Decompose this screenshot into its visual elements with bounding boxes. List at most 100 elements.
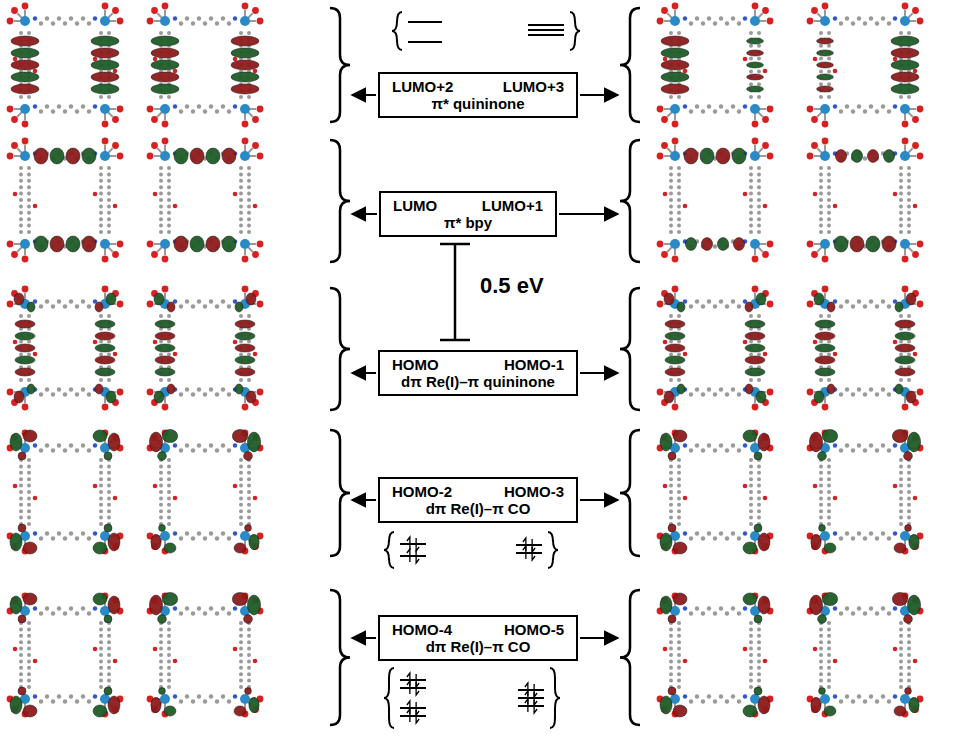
- orbital-lobe: [677, 302, 685, 312]
- atom: [689, 392, 693, 396]
- atom: [253, 352, 258, 357]
- atom: [75, 392, 79, 396]
- atom: [19, 185, 23, 189]
- atom: [763, 69, 768, 74]
- atom: [191, 699, 195, 703]
- atom: [807, 241, 814, 248]
- atom: [819, 314, 823, 318]
- atom: [191, 536, 195, 540]
- atom: [107, 198, 111, 202]
- atom: [822, 404, 829, 411]
- atom: [913, 496, 918, 501]
- atom: [239, 621, 243, 625]
- atom: [167, 509, 171, 513]
- atom: [677, 95, 681, 99]
- orbital-lobe: [892, 429, 907, 442]
- atom: [247, 211, 251, 215]
- orbital-lobe: [27, 384, 35, 394]
- atom: [749, 82, 753, 86]
- orbital-lobe: [665, 356, 685, 364]
- orbital-lobe: [815, 356, 835, 364]
- atom: [107, 224, 111, 228]
- atom: [107, 166, 111, 170]
- orbital-lobe: [811, 534, 821, 549]
- atom: [167, 647, 171, 651]
- atom: [191, 304, 195, 308]
- atom: [851, 304, 855, 308]
- atom: [757, 57, 761, 61]
- atom: [99, 179, 103, 183]
- atom: [239, 31, 243, 35]
- atom: [239, 378, 243, 382]
- atom: [752, 256, 759, 263]
- atom: [11, 142, 18, 149]
- atom: [27, 166, 31, 170]
- atom: [167, 496, 171, 500]
- atom: [27, 509, 31, 513]
- atom: [731, 443, 735, 447]
- atom: [27, 95, 31, 99]
- atom: [857, 531, 861, 535]
- atom: [19, 192, 23, 196]
- atom: [99, 198, 103, 202]
- orbital-lobe: [747, 50, 764, 56]
- orbital-lobe: [756, 391, 766, 403]
- atom: [203, 304, 207, 308]
- atom: [45, 531, 49, 535]
- atom: [113, 496, 118, 501]
- atom: [893, 104, 897, 108]
- atom: [99, 672, 103, 676]
- atom: [819, 378, 823, 382]
- orbital-lobe: [231, 72, 259, 82]
- atom: [902, 404, 909, 411]
- atom: [907, 166, 911, 170]
- atom: [839, 448, 843, 452]
- atom: [899, 522, 903, 526]
- atom: [167, 230, 171, 234]
- atom: [701, 21, 705, 25]
- atom: [725, 21, 729, 25]
- orbital-lobe: [733, 238, 744, 251]
- orbital-lobe: [151, 72, 179, 82]
- atom: [221, 694, 225, 698]
- atom: [737, 304, 741, 308]
- atom: [39, 21, 43, 25]
- atom: [75, 21, 79, 25]
- atom: [763, 204, 768, 209]
- atom: [669, 471, 673, 475]
- atom: [185, 606, 189, 610]
- atom: [749, 217, 753, 221]
- atom: [670, 16, 680, 26]
- atom: [819, 477, 823, 481]
- atom: [99, 166, 103, 170]
- orbital-lobe: [95, 332, 115, 340]
- atom: [707, 387, 711, 391]
- orbital-lobe: [66, 236, 80, 252]
- atom: [69, 104, 73, 108]
- atom: [107, 211, 111, 215]
- atom: [670, 151, 680, 161]
- atom: [221, 104, 225, 108]
- atom: [99, 224, 103, 228]
- atom: [173, 694, 177, 698]
- atom: [7, 106, 14, 113]
- atom: [247, 179, 251, 183]
- atom: [725, 392, 729, 396]
- atom: [233, 104, 237, 108]
- atom: [33, 352, 38, 357]
- atom: [749, 477, 753, 481]
- atom: [33, 694, 37, 698]
- atom: [159, 340, 163, 344]
- atom: [179, 21, 183, 25]
- atom: [159, 679, 163, 683]
- atom: [159, 640, 163, 644]
- atom: [19, 659, 23, 663]
- atom: [677, 314, 681, 318]
- atom: [167, 31, 171, 35]
- atom: [167, 640, 171, 644]
- orbital-lobe: [822, 429, 837, 442]
- atom: [907, 198, 911, 202]
- atom: [827, 69, 831, 73]
- atom: [20, 151, 30, 161]
- atom: [203, 699, 207, 703]
